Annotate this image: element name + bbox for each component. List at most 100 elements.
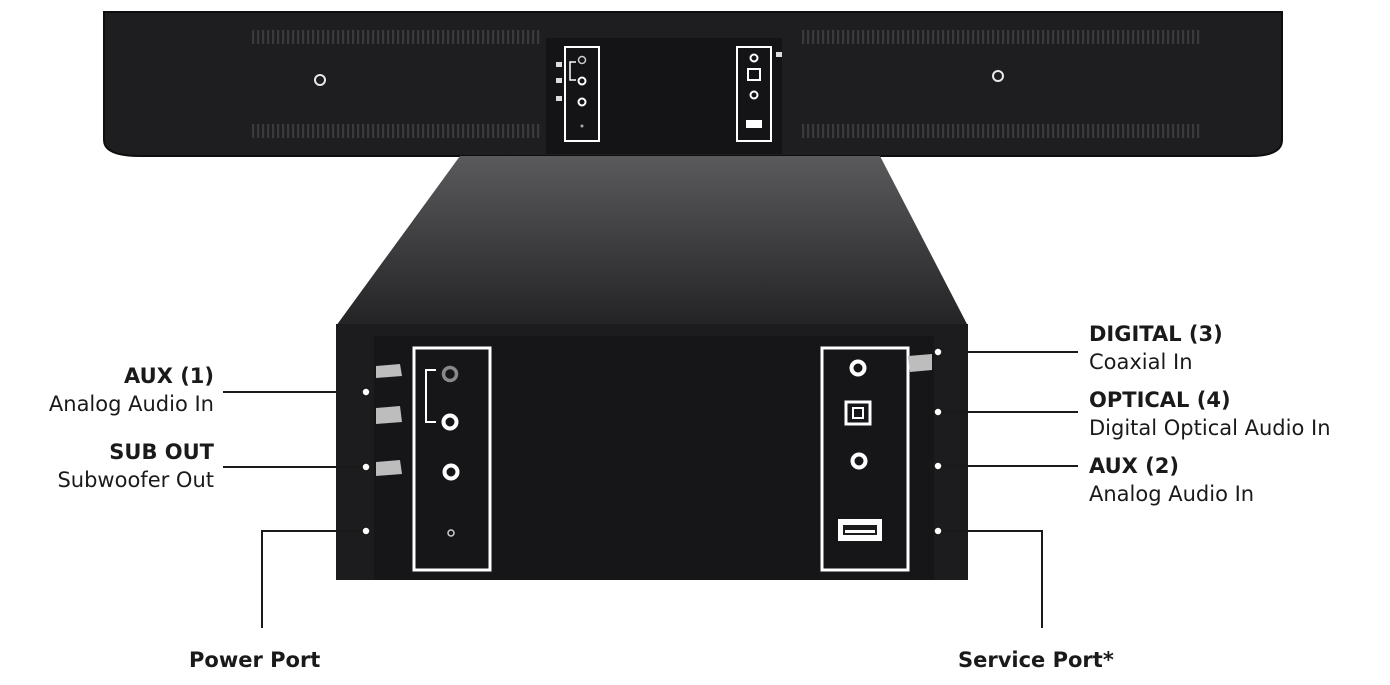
vent-slot (1102, 124, 1105, 138)
vent-slot (472, 124, 475, 138)
vent-slot (1167, 30, 1170, 44)
vent-slot (482, 124, 485, 138)
vent-slot (942, 30, 945, 44)
vent-slot (1117, 124, 1120, 138)
optical-port (844, 400, 872, 426)
vent-slot (842, 30, 845, 44)
vent-slot (452, 30, 455, 44)
vent-slot (857, 124, 860, 138)
vent-slot (297, 30, 300, 44)
vent-slot (1032, 30, 1035, 44)
vent-slot (1087, 124, 1090, 138)
vent-slot (1067, 124, 1070, 138)
vent-slot (537, 124, 540, 138)
vent-slot (1012, 124, 1015, 138)
vent-slot (957, 30, 960, 44)
vent-slot (847, 124, 850, 138)
vent-slot (492, 124, 495, 138)
vent-slot (837, 30, 840, 44)
vent-grille-top-left (252, 30, 540, 44)
vent-slot (467, 124, 470, 138)
vent-slot (307, 30, 310, 44)
label-sub-out-title: SUB OUT (109, 440, 214, 464)
vent-slot (1142, 124, 1145, 138)
vent-slot (1107, 30, 1110, 44)
label-aux1: AUX (1) Analog Audio In (49, 366, 214, 415)
vent-slot (1107, 124, 1110, 138)
vent-slot (947, 124, 950, 138)
vent-slot (817, 30, 820, 44)
vent-slot (392, 124, 395, 138)
vent-slot (952, 30, 955, 44)
label-digital-title: DIGITAL (3) (1089, 322, 1223, 346)
vent-slot (322, 124, 325, 138)
vent-slot (862, 30, 865, 44)
label-power-port: Power Port (189, 648, 321, 672)
vent-slot (382, 124, 385, 138)
vent-slot (392, 30, 395, 44)
vent-slot (282, 30, 285, 44)
vent-slot (337, 124, 340, 138)
vent-slot (387, 124, 390, 138)
vent-slot (827, 124, 830, 138)
vent-slot (1072, 30, 1075, 44)
vent-slot (1117, 30, 1120, 44)
vent-slot (932, 30, 935, 44)
vent-slot (507, 30, 510, 44)
vent-slot (1147, 124, 1150, 138)
vent-slot (507, 124, 510, 138)
vent-slot (467, 30, 470, 44)
label-sub-out-subtitle: Subwoofer Out (57, 468, 214, 492)
vent-slot (302, 124, 305, 138)
vent-slot (1157, 124, 1160, 138)
leader-lines (223, 351, 1078, 628)
vent-slot (527, 30, 530, 44)
vent-slot (462, 124, 465, 138)
label-optical: OPTICAL (4) Digital Optical Audio In (1089, 390, 1331, 439)
vent-slot (1092, 30, 1095, 44)
sub-out-jack (442, 463, 460, 481)
vent-slot (872, 124, 875, 138)
vent-slot (982, 30, 985, 44)
vent-slot (417, 30, 420, 44)
vent-slot (492, 30, 495, 44)
vent-slot (377, 30, 380, 44)
vent-slot (487, 30, 490, 44)
vent-slot (962, 30, 965, 44)
vent-slot (277, 30, 280, 44)
vent-slot (802, 124, 805, 138)
vent-slot (347, 30, 350, 44)
vent-slot (867, 30, 870, 44)
vent-slot (1062, 30, 1065, 44)
vent-slot (942, 124, 945, 138)
vent-slot (1072, 124, 1075, 138)
vent-slot (502, 124, 505, 138)
vent-slot (1012, 30, 1015, 44)
label-digital: DIGITAL (3) Coaxial In (1089, 324, 1223, 373)
vent-slot (1147, 30, 1150, 44)
vent-slot (887, 124, 890, 138)
vent-slot (317, 124, 320, 138)
label-aux2-title: AUX (2) (1089, 454, 1179, 478)
vent-slot (1137, 30, 1140, 44)
vent-slot (502, 30, 505, 44)
vent-slot (532, 30, 535, 44)
vent-slot (1132, 124, 1135, 138)
vent-slot (1112, 124, 1115, 138)
vent-slot (987, 124, 990, 138)
vent-slot (932, 124, 935, 138)
vent-slot (447, 30, 450, 44)
vent-slot (1082, 124, 1085, 138)
vent-slot (442, 30, 445, 44)
vent-slot (1052, 30, 1055, 44)
vent-slot (922, 30, 925, 44)
vent-slot (512, 30, 515, 44)
vent-slot (837, 124, 840, 138)
vent-slot (992, 124, 995, 138)
vent-slot (982, 124, 985, 138)
vent-slot (992, 30, 995, 44)
vent-slot (827, 30, 830, 44)
vent-slot (352, 124, 355, 138)
vent-slot (472, 30, 475, 44)
